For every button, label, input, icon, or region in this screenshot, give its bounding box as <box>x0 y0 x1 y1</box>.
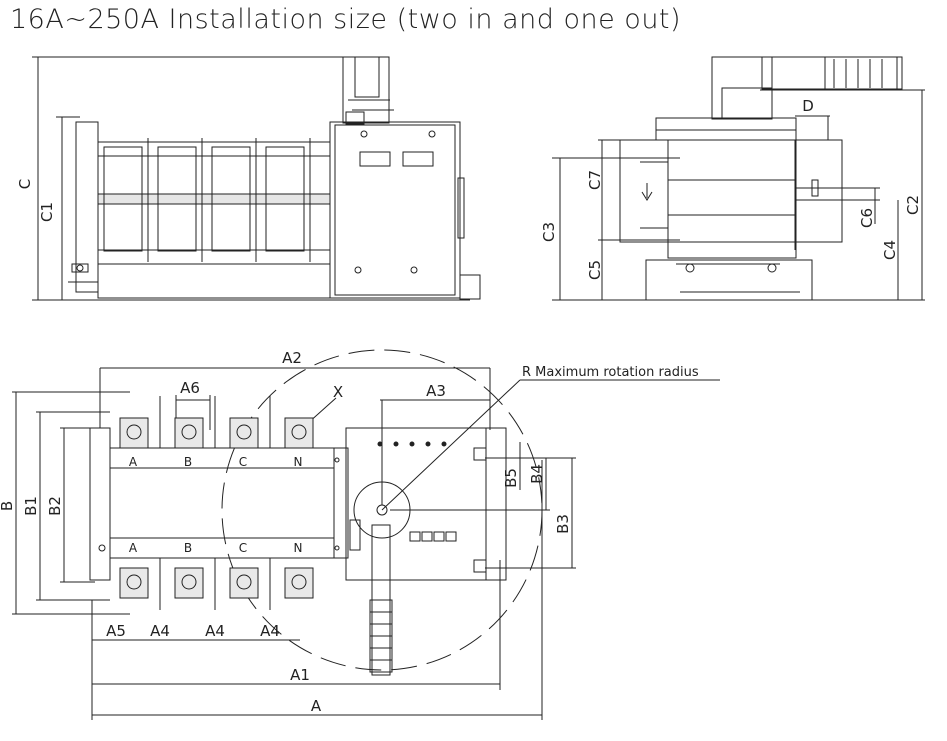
dim-label-a5: A5 <box>106 622 126 640</box>
dim-label-c3: C3 <box>540 222 558 242</box>
dim-label-c5: C5 <box>586 260 604 280</box>
phase-label-bottom-a: A <box>129 541 138 555</box>
phase-label-bottom-n: N <box>294 541 303 555</box>
dim-label-b3: B3 <box>554 514 572 534</box>
dim-label-a2: A2 <box>282 349 302 367</box>
rotation-radius-label: R Maximum rotation radius <box>522 365 699 380</box>
dim-label-a3: A3 <box>426 382 446 400</box>
dim-label-c7: C7 <box>586 170 604 190</box>
side-view <box>552 56 925 301</box>
page-title: 16A~250A Installation size (two in and o… <box>10 4 682 35</box>
dim-label-a1: A1 <box>290 666 310 684</box>
dim-label-c6: C6 <box>858 208 876 228</box>
dim-label-a: A <box>311 697 322 715</box>
phase-label-top-b: B <box>184 455 192 469</box>
phase-label-bottom-c: C <box>239 541 247 555</box>
phase-label-top-a: A <box>129 455 138 469</box>
dim-label-b1: B1 <box>22 496 40 516</box>
front-view <box>32 56 481 301</box>
dim-label-c1: C1 <box>38 202 56 222</box>
dim-label-c: C <box>16 179 34 189</box>
phase-label-top-c: C <box>239 455 247 469</box>
dim-label-d: D <box>802 97 814 115</box>
top-view <box>12 349 720 720</box>
dim-label-c4: C4 <box>881 240 899 260</box>
dim-label-a4-1: A4 <box>150 622 170 640</box>
phase-label-top-n: N <box>294 455 303 469</box>
dim-label-c2: C2 <box>904 195 922 215</box>
dim-label-a4-3: A4 <box>260 622 280 640</box>
dim-label-b5: B5 <box>502 468 520 488</box>
dim-label-b: B <box>0 501 16 511</box>
dim-label-x: X <box>333 383 343 401</box>
phase-label-bottom-b: B <box>184 541 192 555</box>
dim-label-a4-2: A4 <box>205 622 225 640</box>
dim-label-a6: A6 <box>180 379 200 397</box>
dim-label-b2: B2 <box>46 496 64 516</box>
dim-label-b4: B4 <box>528 464 546 484</box>
